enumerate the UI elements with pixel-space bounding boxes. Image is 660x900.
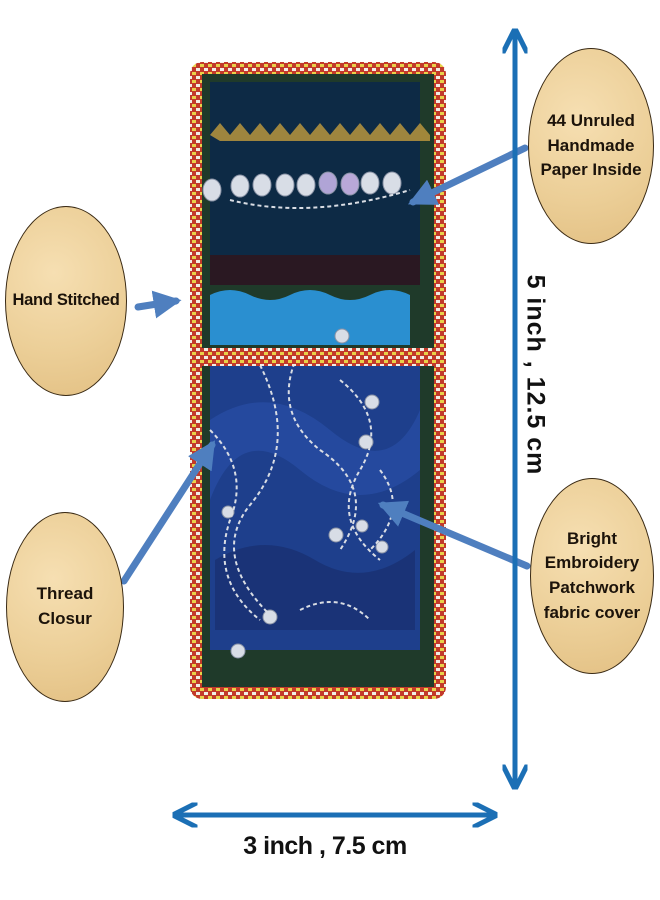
callout-text: Paper Inside — [540, 160, 642, 180]
callout-paper-inside: 44 Unruled Handmade Paper Inside — [528, 48, 654, 244]
callout-text: Hand Stitched — [12, 291, 120, 310]
callout-text: Bright — [566, 528, 618, 548]
callout-thread-closure: Thread Closur — [6, 512, 124, 702]
callout-text: Embroidery — [544, 553, 640, 573]
sequins — [202, 171, 402, 659]
callout-text: Patchwork — [549, 578, 635, 597]
callout-text: Thread — [36, 584, 94, 604]
width-dimension-label: 3 inch , 7.5 cm — [243, 832, 407, 860]
diary-cover — [190, 62, 446, 699]
callout-hand-stitched: Hand Stitched — [5, 206, 127, 396]
height-dimension-text: 5 inch , 12.5 cm — [521, 274, 550, 476]
callout-text: Closur — [38, 609, 92, 628]
dimension-arrows — [180, 36, 515, 815]
callout-text: Handmade — [547, 135, 635, 155]
callout-fabric-cover: Bright Embroidery Patchwork fabric cover — [530, 478, 654, 674]
callout-text: 44 Unruled — [547, 111, 635, 131]
chain-embroidery — [209, 189, 411, 621]
callout-text: fabric cover — [543, 602, 641, 622]
thread-closure-band — [196, 348, 440, 366]
